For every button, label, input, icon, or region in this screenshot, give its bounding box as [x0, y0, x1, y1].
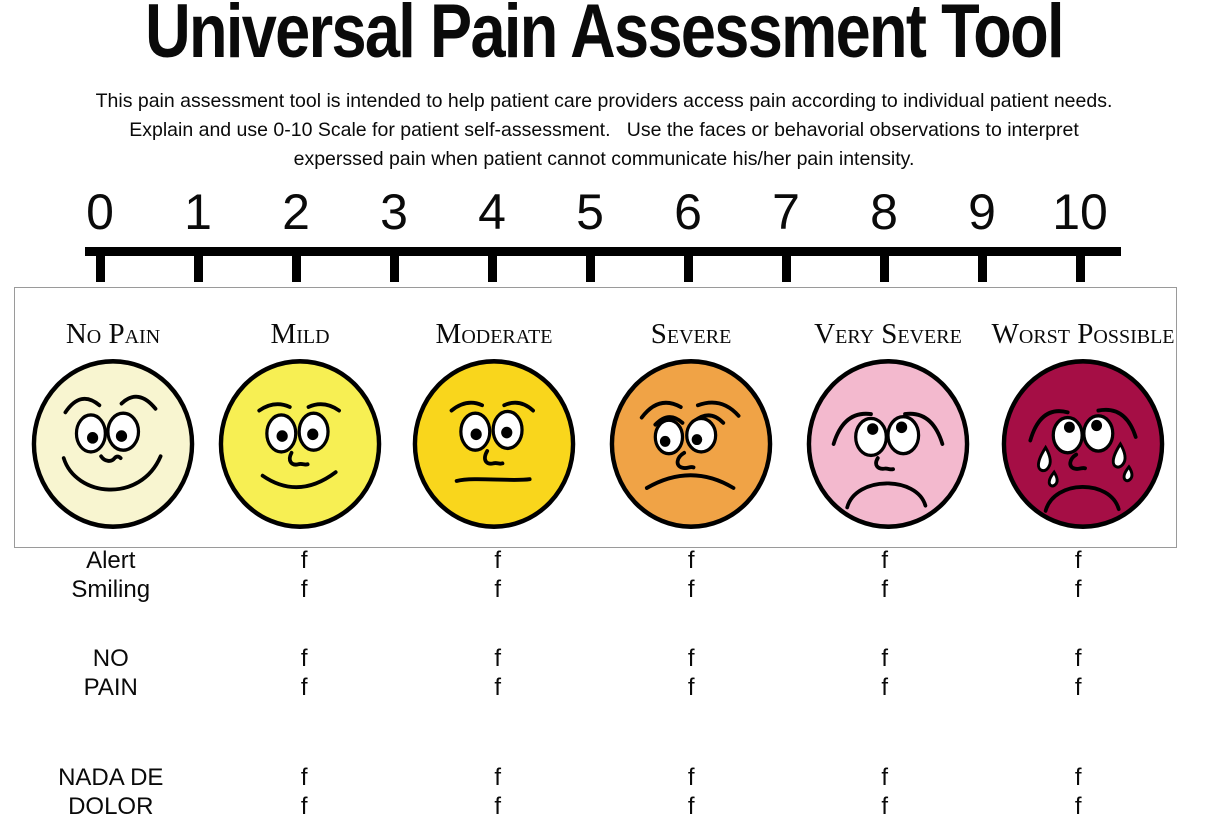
observation-cell: f: [494, 674, 502, 701]
moderate-face-icon: [412, 358, 576, 530]
observation-cell: f: [1074, 547, 1082, 574]
scale-bar: [85, 247, 1121, 256]
observation-cell: f: [1074, 764, 1082, 791]
scale-tick: [488, 255, 497, 282]
scale-number-5: 5: [576, 184, 604, 240]
observation-cell: f: [1074, 674, 1082, 701]
face-label-worst-possible: Worst Possible: [991, 318, 1175, 350]
observation-cell: f: [300, 793, 308, 820]
observation-cell: f: [494, 547, 502, 574]
observation-row-alert: Alert f f f f f: [14, 547, 1175, 575]
observation-cell: f: [881, 674, 889, 701]
observation-cell: f: [687, 674, 695, 701]
scale-tick: [684, 255, 693, 282]
face-label-mild: Mild: [270, 318, 330, 350]
observation-label: PAIN: [83, 674, 138, 701]
subtitle-line: experssed pain when patient cannot commu…: [293, 148, 915, 170]
page-title: Universal Pain Assessment Tool: [145, 0, 1064, 74]
observation-cell: f: [881, 764, 889, 791]
observation-cell: f: [1074, 645, 1082, 672]
subtitle-line: This pain assessment tool is intended to…: [95, 90, 1113, 112]
observation-cell: f: [494, 764, 502, 791]
observation-cell: f: [494, 793, 502, 820]
scale-tick: [586, 255, 595, 282]
observation-cell: f: [881, 793, 889, 820]
observation-cell: f: [687, 764, 695, 791]
scale-number-10: 10: [1052, 184, 1108, 240]
scale-number-1: 1: [184, 184, 212, 240]
observation-cell: f: [687, 645, 695, 672]
scale-tick: [390, 255, 399, 282]
worst-possible-face-icon: [1001, 358, 1165, 530]
severe-face-icon: [609, 358, 773, 530]
observation-cell: f: [300, 674, 308, 701]
observation-cell: f: [494, 576, 502, 603]
scale-tick: [880, 255, 889, 282]
scale-number-4: 4: [478, 184, 506, 240]
no-pain-face-icon: [31, 358, 195, 530]
scale-tick: [194, 255, 203, 282]
observation-cell: f: [494, 645, 502, 672]
observation-cell: f: [881, 576, 889, 603]
observation-row-nada-de: NADA DE f f f f f: [14, 764, 1175, 792]
mild-face-icon: [218, 358, 382, 530]
observation-row-no: NO f f f f f: [14, 645, 1175, 673]
observation-label: NADA DE: [58, 764, 164, 791]
face-label-no-pain: No Pain: [65, 318, 161, 350]
observation-row-smiling: Smiling f f f f f: [14, 576, 1175, 604]
observation-cell: f: [1074, 576, 1082, 603]
very-severe-face-icon: [806, 358, 970, 530]
observation-cell: f: [687, 793, 695, 820]
scale-number-3: 3: [380, 184, 408, 240]
observation-cell: f: [300, 645, 308, 672]
face-label-moderate: Moderate: [435, 318, 553, 350]
faces-panel-border: [14, 287, 1177, 548]
observation-row-dolor: DOLOR f f f f f: [14, 793, 1175, 821]
observation-label: DOLOR: [68, 793, 154, 820]
scale-tick: [1076, 255, 1085, 282]
observation-cell: f: [300, 576, 308, 603]
observation-cell: f: [881, 645, 889, 672]
scale-tick: [978, 255, 987, 282]
observation-row-pain: PAIN f f f f f: [14, 674, 1175, 702]
observation-label: NO: [92, 645, 129, 672]
observation-cell: f: [687, 576, 695, 603]
observation-cell: f: [300, 764, 308, 791]
subtitle-line: Explain and use 0-10 Scale for patient s…: [129, 119, 1079, 141]
face-label-severe: Severe: [650, 318, 732, 350]
scale-tick: [292, 255, 301, 282]
observation-cell: f: [300, 547, 308, 574]
face-label-very-severe: Very Severe: [814, 318, 962, 350]
scale-tick: [782, 255, 791, 282]
scale-number-6: 6: [674, 184, 702, 240]
scale-number-2: 2: [282, 184, 310, 240]
observation-cell: f: [1074, 793, 1082, 820]
scale-number-8: 8: [870, 184, 898, 240]
scale-number-0: 0: [86, 184, 114, 240]
tears-icon: [1037, 441, 1134, 488]
scale-number-9: 9: [968, 184, 996, 240]
observation-cell: f: [687, 547, 695, 574]
scale-tick: [96, 255, 105, 282]
scale-number-7: 7: [772, 184, 800, 240]
observation-cell: f: [881, 547, 889, 574]
page-subtitle: This pain assessment tool is intended to…: [0, 87, 1208, 174]
observation-label: Alert: [86, 547, 136, 574]
observation-label: Smiling: [71, 576, 151, 603]
